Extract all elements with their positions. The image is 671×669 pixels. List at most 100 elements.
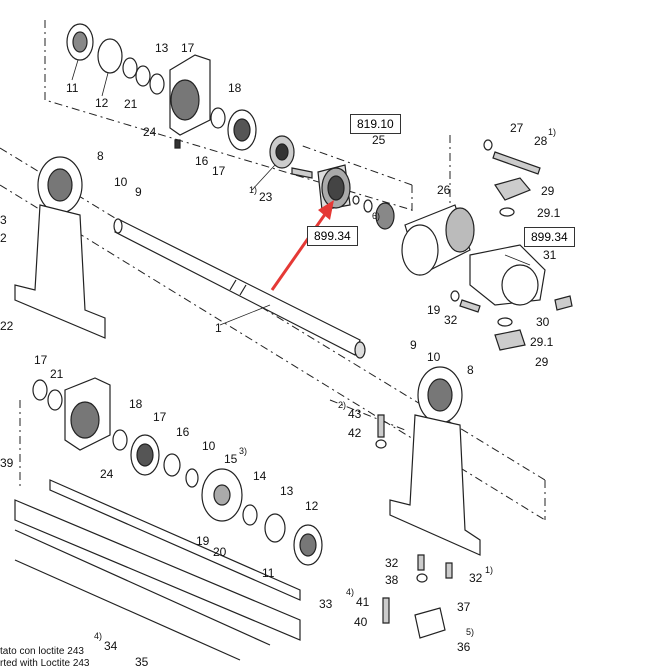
part-label: 9 (135, 185, 142, 199)
part-label: 37 (457, 600, 471, 614)
part-26-drum (401, 204, 475, 276)
part-35-rail (14, 499, 301, 641)
part-label: 15 (224, 452, 238, 466)
part-label: 34 (104, 639, 118, 653)
part-label: 24 (100, 467, 114, 481)
part-13-ring (122, 57, 138, 79)
part-label: 12 (95, 96, 109, 110)
pointer-arrow (270, 200, 334, 291)
part-label-note: 4) (94, 631, 103, 641)
part-29-1-oring (499, 207, 515, 217)
part-2-pedestal-left (14, 204, 106, 339)
part-32-bolt-lower-b (445, 562, 453, 579)
part-label: 11 (66, 81, 79, 95)
part-label-note: 2) (338, 400, 347, 410)
part-label: 32 (469, 571, 483, 585)
part-32-bolt-lower (417, 554, 425, 571)
part-label: 31 (543, 248, 557, 262)
part-label: 8 (97, 149, 104, 163)
part-label: 28 (534, 134, 548, 148)
part-label: 23 (259, 190, 273, 204)
part-21-ring (149, 73, 165, 95)
part-label: 21 (50, 367, 64, 381)
part-23-screw (291, 167, 313, 179)
part-17-ring-b (210, 107, 226, 129)
part-label: 38 (385, 573, 399, 587)
part-label: 14 (253, 469, 267, 483)
part-label: 27 (510, 121, 524, 135)
part-label: 1 (215, 321, 222, 335)
part-label: 13 (280, 484, 294, 498)
part-label: 11 (262, 566, 275, 580)
part-43-bolt (377, 414, 385, 438)
part-label: 42 (348, 426, 362, 440)
part-label: 17 (153, 410, 167, 424)
part-label: 19 (196, 534, 210, 548)
part-label: 20 (213, 545, 227, 559)
part-label: 10 (114, 175, 128, 189)
part-29-bracket (494, 177, 531, 201)
note-english: rted with Loctite 243 (0, 658, 90, 669)
part-3-pedestal-right (389, 414, 481, 556)
part-label-note: 1) (548, 127, 557, 137)
part-label: 17 (212, 164, 226, 178)
part-label: 22 (0, 319, 14, 333)
part-label: 10 (202, 439, 216, 453)
part-label: 17 (34, 353, 48, 367)
part-label: 25 (372, 133, 386, 147)
reference-box-899-34-a[interactable]: 899.34 (307, 226, 358, 246)
part-6-gear (375, 202, 395, 230)
part-label-note: 1) (249, 185, 258, 195)
part-label-note: 1) (485, 565, 494, 575)
part-label: 18 (129, 397, 143, 411)
part-label: 32 (444, 313, 458, 327)
part-25-coupling (317, 164, 351, 211)
part-label: 40 (354, 615, 368, 629)
pedestals (14, 156, 481, 556)
leader-lines (71, 59, 531, 326)
part-27-washer (483, 139, 493, 151)
note-italian: tato con loctite 243 (0, 646, 84, 657)
part-label: 21 (124, 97, 138, 111)
part-label: 41 (356, 595, 370, 609)
reference-box-819-10[interactable]: 819.10 (350, 114, 401, 134)
part-label: 29.1 (537, 206, 561, 220)
part-label: 29 (535, 355, 549, 369)
part-label: 43 (348, 407, 362, 421)
part-label-note: 5) (466, 627, 475, 637)
part-label: 35 (135, 655, 149, 669)
part-label: 13 (155, 41, 169, 55)
part-17-ring (135, 65, 151, 87)
part-label-note: 6) (372, 211, 381, 221)
part-label: 17 (181, 41, 195, 55)
part-label-note: 3) (239, 446, 248, 456)
part-28-bolt (492, 151, 541, 175)
part-label: 30 (536, 315, 550, 329)
part-29-bracket-b (494, 329, 526, 351)
part-label: 3 (0, 213, 7, 227)
part-37-clamp (414, 607, 446, 639)
part-19-washer (450, 290, 460, 302)
part-label: 16 (176, 425, 190, 439)
part-30-fitting (554, 295, 573, 311)
part-label: 16 (195, 154, 209, 168)
part-label: 29 (541, 184, 555, 198)
upper-assembly (66, 23, 573, 351)
part-label-note: 4) (346, 587, 355, 597)
part-label: 29.1 (530, 335, 554, 349)
part-29-1-oring-b (497, 317, 513, 327)
part-17-gear (269, 135, 295, 169)
part-24-nipple (174, 139, 181, 149)
part-label: 36 (457, 640, 471, 654)
part-label: 33 (319, 597, 333, 611)
part-label: 8 (467, 363, 474, 377)
part-label: 2 (0, 231, 7, 245)
reference-box-899-34-b[interactable]: 899.34 (524, 227, 575, 247)
part-label: 10 (427, 350, 441, 364)
part-label: 39 (0, 456, 14, 470)
part-label: 9 (410, 338, 417, 352)
part-label: 19 (427, 303, 441, 317)
part-31-motor (469, 244, 546, 306)
part-12-ring (97, 38, 123, 74)
